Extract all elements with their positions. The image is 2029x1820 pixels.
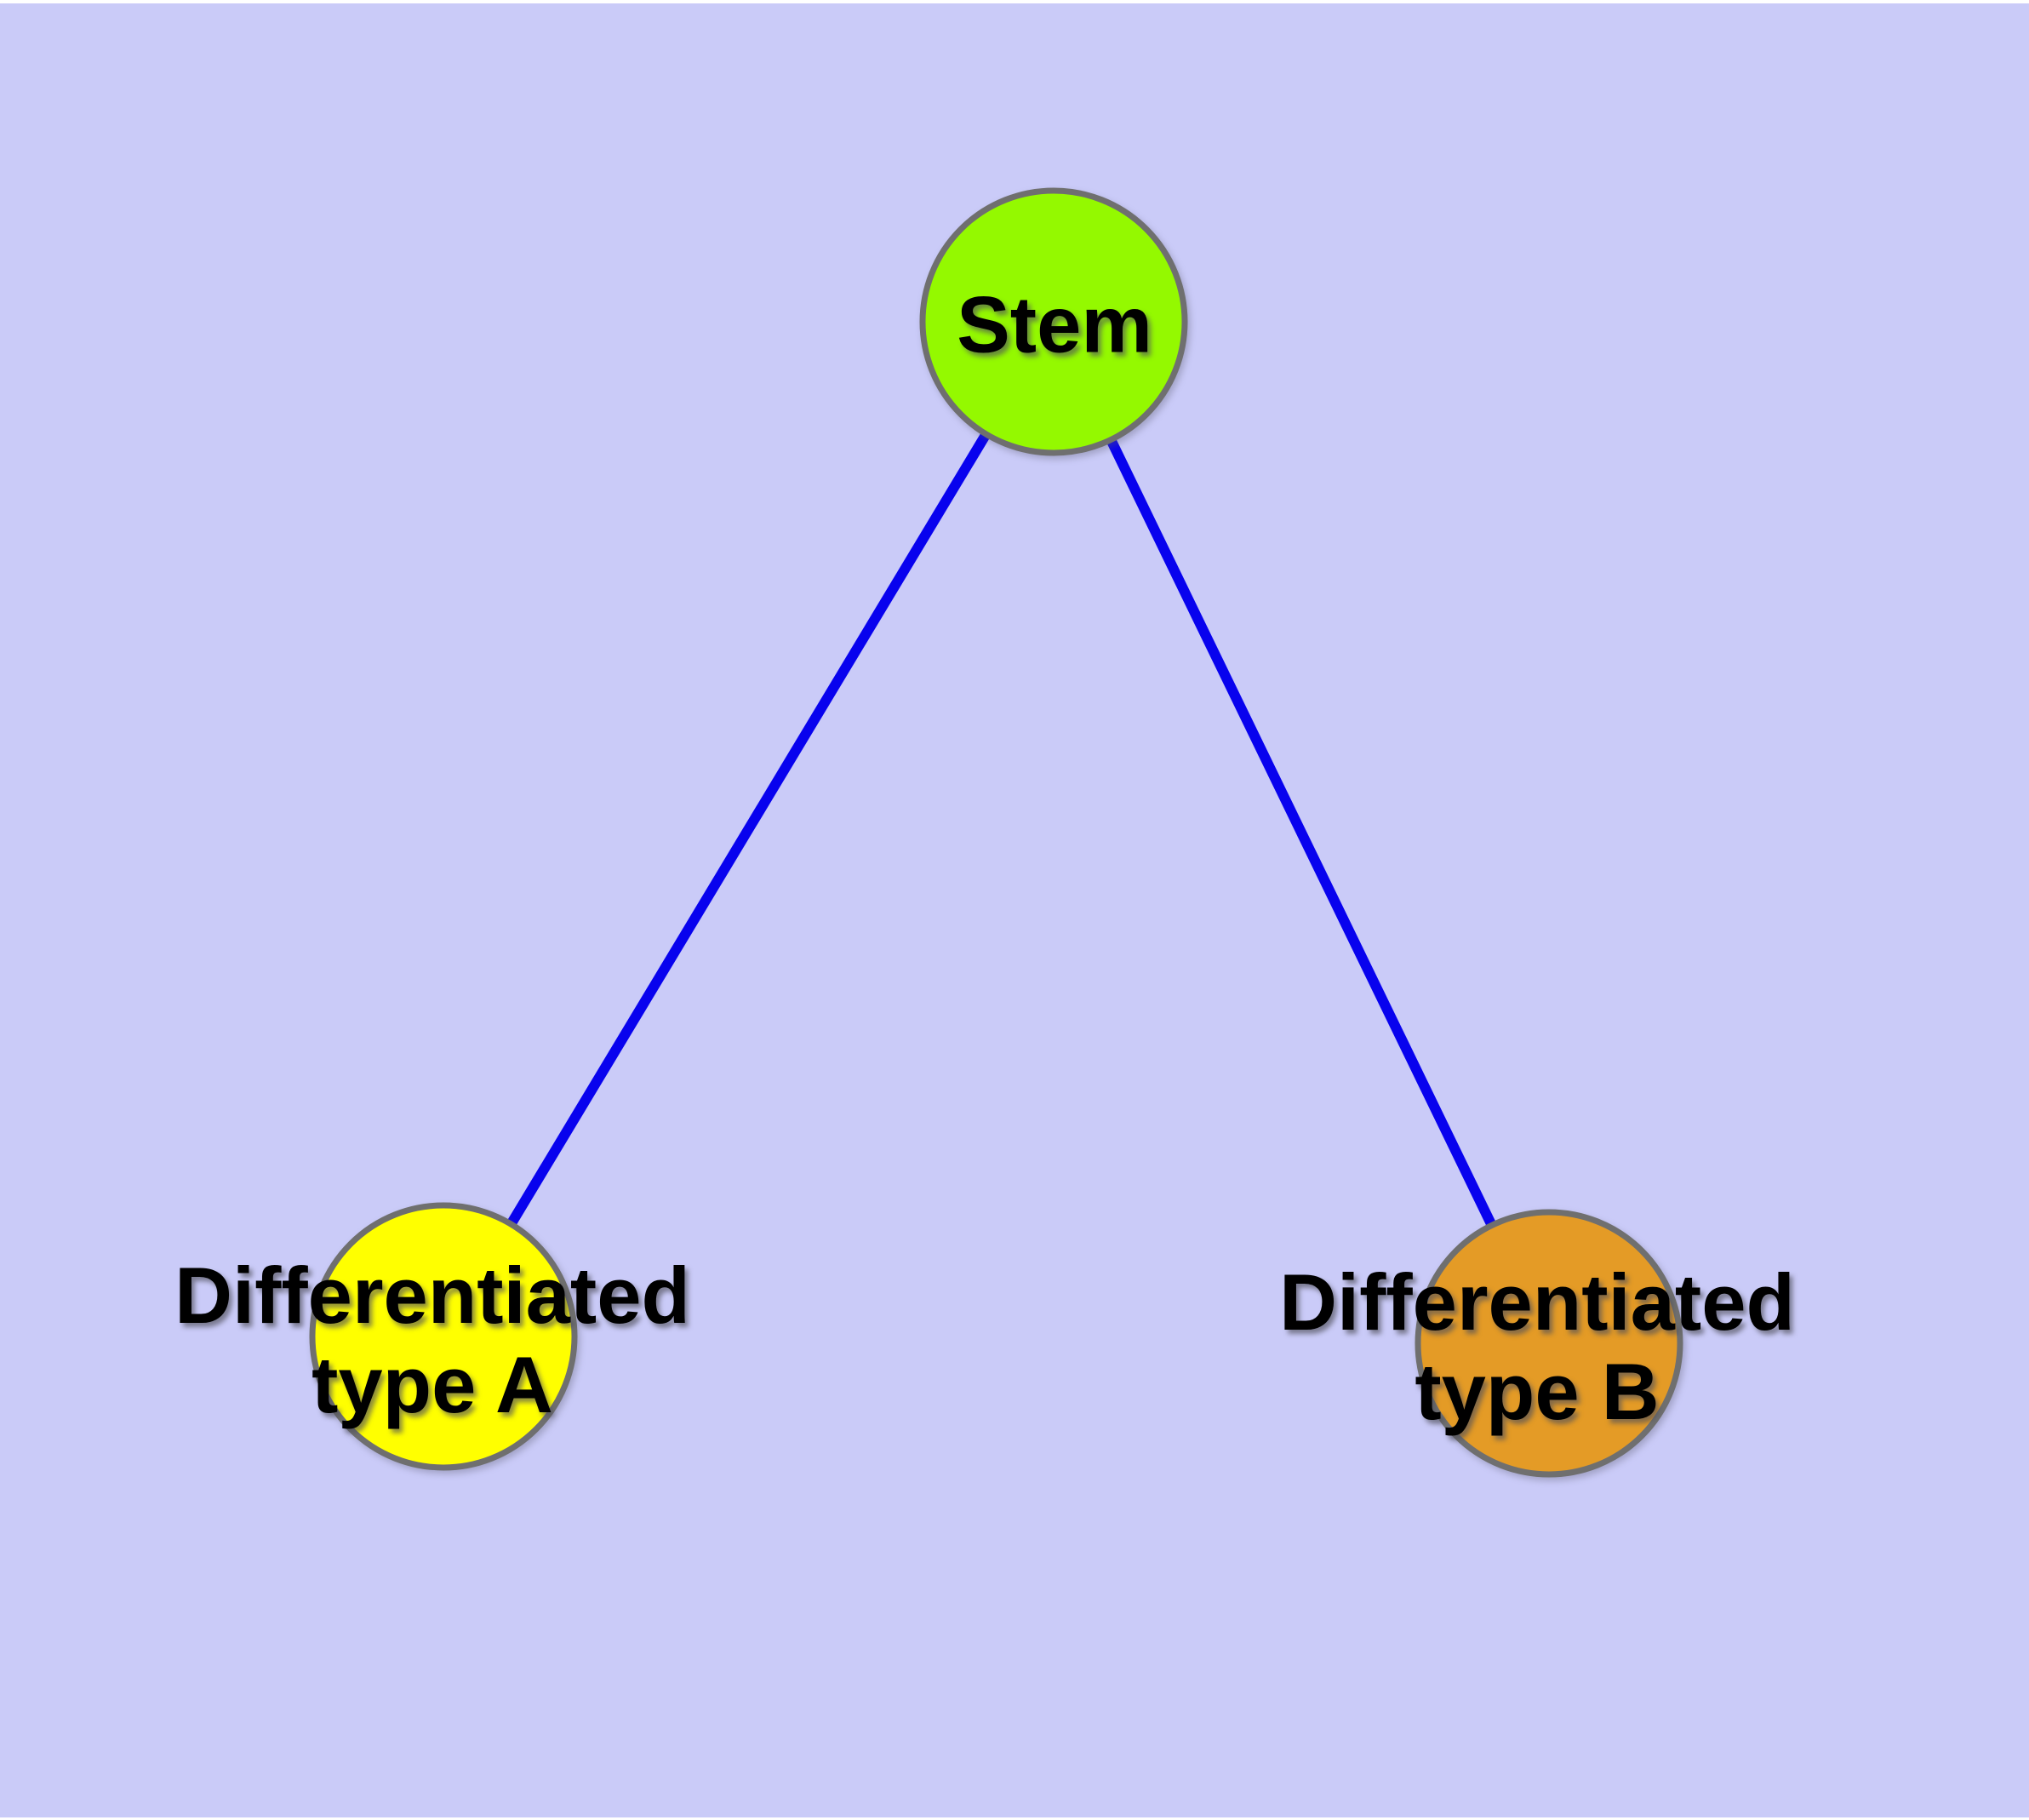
node-differentiated-type-b [1415,1209,1683,1478]
node-stem [919,187,1188,456]
diagram-canvas: Stem Differentiated type A Differentiate… [0,3,2029,1817]
node-differentiated-type-a [309,1202,578,1471]
edge-stem-to-type-a [438,318,1059,1340]
edge-stem-to-type-b [1049,319,1554,1346]
graph-svg [0,3,2029,1817]
